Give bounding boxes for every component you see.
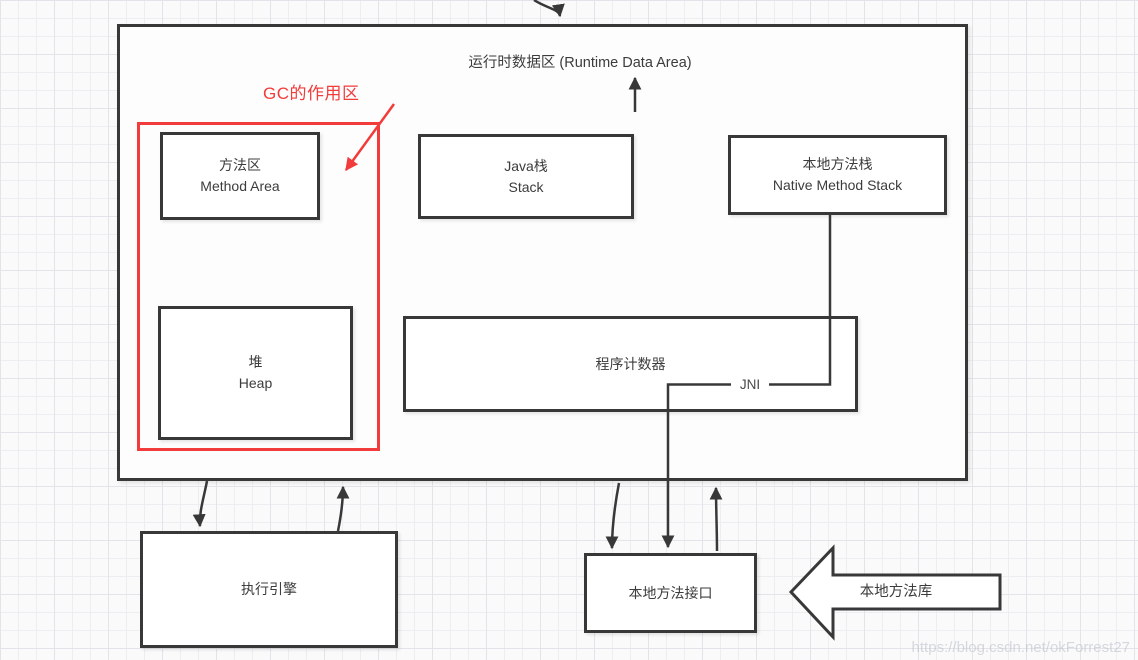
execution-engine-box: 执行引擎 [140,531,398,648]
heap-box: 堆 Heap [158,306,353,440]
top-entry-arrow [533,0,565,18]
native-library-label: 本地方法库 [859,584,933,600]
method-area-label-zh: 方法区 [219,157,261,173]
native-method-interface-label: 本地方法接口 [628,584,713,601]
interface-to-runtime-arrow [709,486,723,552]
program-counter-box: 程序计数器 [403,316,858,412]
native-method-stack-label-en: Native Method Stack [772,177,903,193]
native-method-stack-box: 本地方法栈 Native Method Stack [728,135,947,215]
jni-label: JNI [731,375,769,394]
runtime-data-area-title: 运行时数据区 (Runtime Data Area) [468,55,692,71]
native-method-stack-label-zh: 本地方法栈 [802,156,873,172]
native-method-interface-box: 本地方法接口 [584,553,757,633]
gc-region-outline [137,122,380,451]
watermark-url: https://blog.csdn.net/okForrest27 [911,639,1130,656]
java-stack-label-zh: Java栈 [504,157,548,174]
runtime-to-interface-arrow [605,482,621,550]
execution-engine-label: 执行引擎 [241,581,297,597]
engine-to-runtime-arrow [336,485,350,532]
java-stack-box: Java栈 Stack [418,134,634,219]
method-area-label-en: Method Area [200,178,280,194]
heap-label-zh: 堆 [248,354,263,370]
runtime-to-engine-arrow [192,480,209,528]
gc-region-label: GC的作用区 [263,84,360,103]
java-stack-label-en: Stack [508,178,544,195]
method-area-box: 方法区 Method Area [160,132,320,220]
heap-label-en: Heap [238,375,273,391]
program-counter-label: 程序计数器 [595,355,666,372]
